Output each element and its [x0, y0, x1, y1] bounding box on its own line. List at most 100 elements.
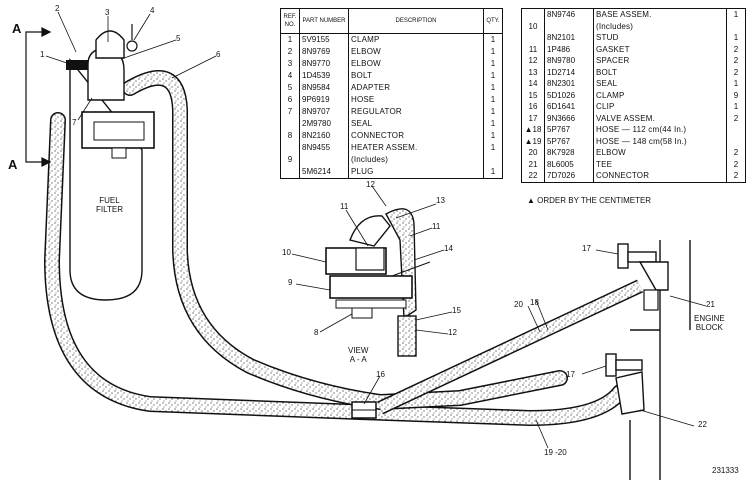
cell-desc: TEE [593, 158, 727, 170]
ref-number: 19 [532, 136, 542, 146]
cell-desc: BOLT [348, 70, 484, 82]
cell-qty: 1 [490, 59, 496, 68]
cell-qty: 9 [733, 90, 739, 100]
cell-ref [521, 32, 545, 44]
cell-desc: HOSE — 148 cm(58 In.) [593, 135, 727, 147]
cell-part: 8N9455 [299, 142, 349, 154]
cell-qty: 1 [490, 71, 496, 80]
cell-qty: 1 [733, 10, 739, 19]
callout-12b: 12 [448, 328, 457, 337]
engine-block-label-line1: ENGINE [694, 314, 725, 323]
callout-18: 18 [530, 298, 539, 307]
ref-number: 15 [528, 90, 538, 100]
callout-13: 13 [436, 196, 445, 205]
ref-number: 11 [528, 44, 538, 54]
ref-number: 17 [528, 113, 538, 123]
cell-qty: 1 [733, 33, 739, 42]
callout-1: 1 [40, 50, 45, 59]
cell-qty: 1 [490, 35, 496, 44]
cell-qty: 2 [733, 113, 739, 123]
cell-part: 8N9707 [299, 106, 349, 118]
fuel-filter-label: FUEL FILTER [96, 196, 123, 214]
ref-number: 18 [532, 125, 542, 134]
fuel-filter-label-line2: FILTER [96, 205, 123, 214]
cell-qty: 2 [733, 67, 739, 77]
cell-ref: 20 [521, 147, 545, 159]
cell-qty: 1 [733, 102, 739, 111]
cell-qty [727, 136, 746, 148]
callout-15: 15 [452, 306, 461, 315]
cell-part [544, 20, 594, 32]
order-mark: ▲ [524, 136, 533, 146]
cell-qty: 1 [733, 79, 739, 88]
ref-number: 16 [528, 102, 538, 111]
cell-part [299, 154, 349, 166]
cell-ref: 22 [521, 170, 545, 182]
cell-qty: 2 [733, 44, 739, 54]
valve-17-lower [605, 353, 645, 415]
callout-5: 5 [176, 34, 181, 43]
cell-desc: VALVE ASSEM. [593, 112, 727, 124]
cell-ref: 12 [521, 55, 545, 67]
cell-part: 9P6919 [299, 94, 349, 106]
cell-qty: 1 [490, 131, 496, 140]
callout-11b: 11 [432, 222, 441, 231]
leader-lines [45, 11, 707, 449]
callout-4: 4 [150, 6, 155, 15]
cell-part: 8N9769 [299, 46, 349, 58]
cell-ref: 16 [521, 101, 545, 113]
cell-ref: 7 [280, 106, 300, 118]
cell-part: 1D2714 [544, 66, 594, 78]
fuel-filter-label-line1: FUEL [99, 196, 120, 205]
cell-desc: CONNECTOR [348, 130, 484, 142]
ref-number: 12 [528, 56, 538, 65]
cell-desc: CLAMP [593, 89, 727, 101]
cell-desc: GASKET [593, 43, 727, 55]
cell-desc: CLIP [593, 101, 727, 113]
cell-part: 8N2160 [299, 130, 349, 142]
cell-ref: 17 [521, 112, 545, 124]
cell-qty: 1 [490, 83, 496, 92]
cell-desc: SPACER [593, 55, 727, 67]
cell-ref: 5 [280, 82, 300, 94]
col-part-header: PART NUMBER [299, 8, 349, 34]
cell-part: 5D1026 [544, 89, 594, 101]
cell-qty: 1 [490, 107, 496, 116]
view-label-line1: VIEW [348, 346, 369, 355]
callout-16: 16 [376, 370, 385, 379]
cell-part: 8K7928 [544, 147, 594, 159]
cell-desc: ELBOW [348, 58, 484, 70]
cell-ref: ▲19 [521, 135, 545, 147]
cell-ref [280, 118, 300, 130]
cell-ref: 21 [521, 158, 545, 170]
cell-qty [727, 124, 746, 136]
hose-19-20 [43, 112, 628, 427]
engine-block-label: ENGINE BLOCK [694, 314, 725, 332]
cell-part: 5V9155 [299, 33, 349, 46]
cell-desc: HOSE — 112 cm(44 In.) [593, 124, 727, 136]
cell-qty: 2 [733, 56, 739, 65]
callout-10: 10 [282, 248, 291, 257]
cell-qty: 2 [733, 159, 739, 169]
ref-number: 14 [528, 79, 538, 88]
cell-desc: ADAPTER [348, 82, 484, 94]
order-note: ▲ ORDER BY THE CENTIMETER [527, 196, 652, 205]
cell-desc: PLUG [348, 166, 484, 179]
hose-6 [122, 70, 568, 411]
ref-number: 13 [528, 67, 538, 77]
